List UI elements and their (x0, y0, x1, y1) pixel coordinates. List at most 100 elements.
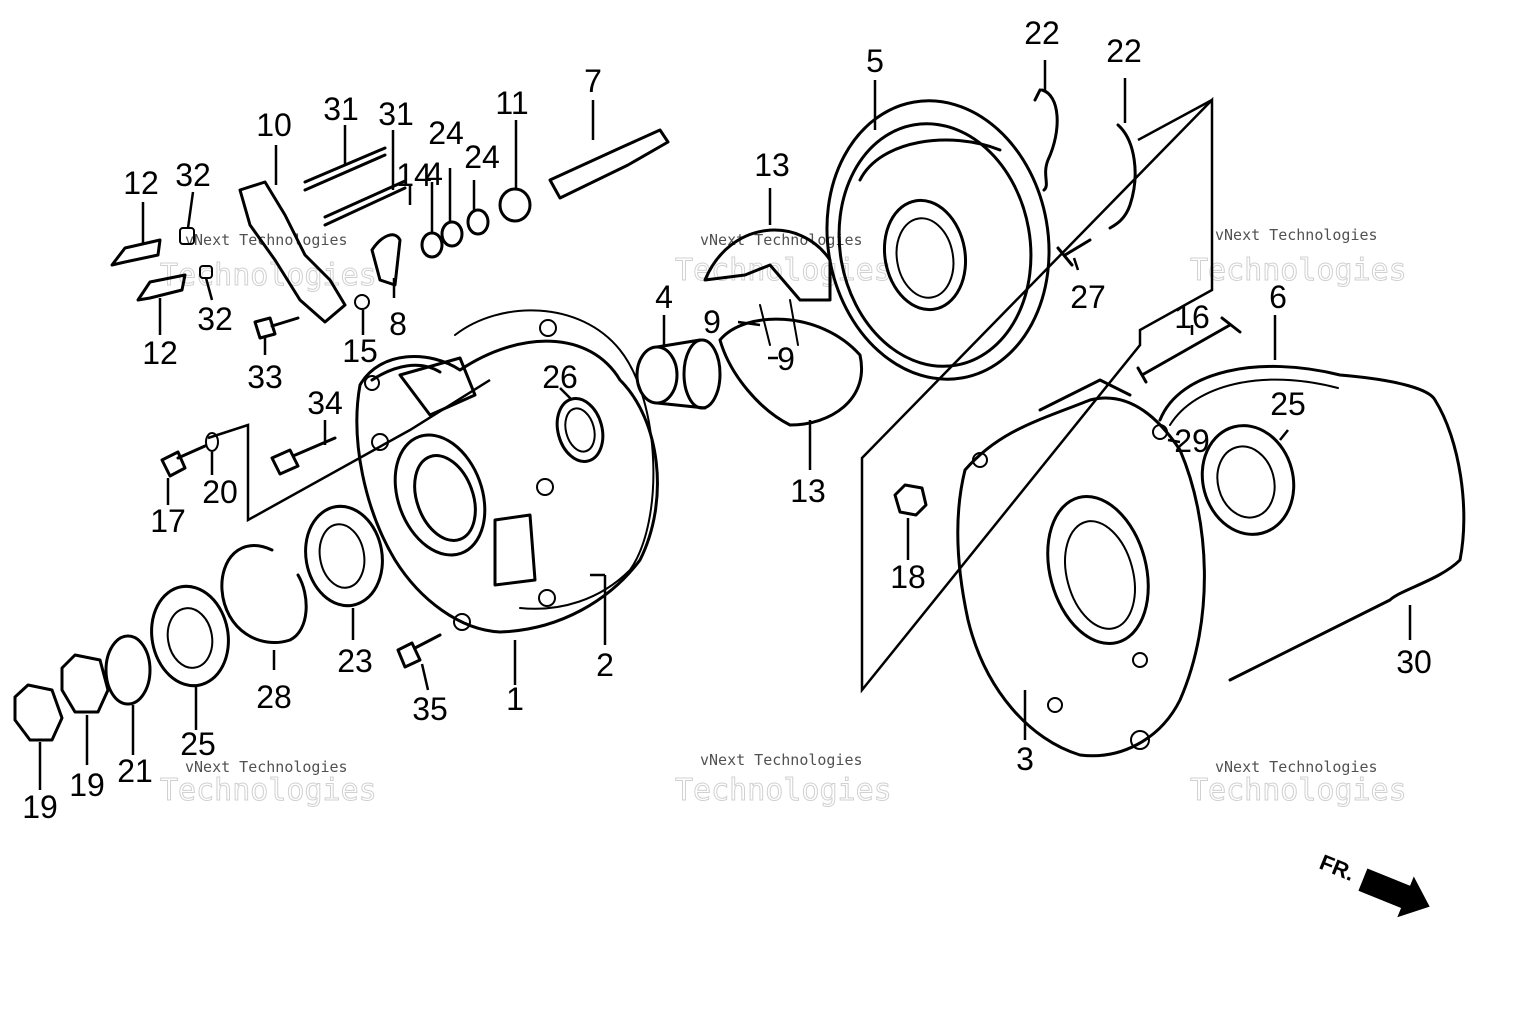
brake-rod-inner (1169, 378, 1339, 426)
direction-arrow-icon (1358, 868, 1430, 918)
callout-12b: 12 (142, 335, 178, 371)
return-spring (323, 179, 407, 227)
watermark: Technologies vNext Technologies (160, 231, 378, 294)
bolt (270, 436, 337, 476)
watermark: Technologies vNext Technologies (1190, 758, 1408, 809)
callout-7: 7 (584, 63, 602, 99)
o-ring (420, 231, 444, 259)
callout-24b: 24 (464, 139, 500, 175)
o-ring (440, 220, 464, 248)
clip (110, 238, 162, 267)
callout-3: 3 (1016, 741, 1034, 777)
watermark-small: vNext Technologies (185, 758, 348, 776)
callout-25b: 25 (1270, 386, 1306, 422)
oil-seal-left (150, 584, 230, 688)
washer-small (205, 432, 219, 452)
callout-labels: 1 2 3 4 4 5 6 7 8 9 9 10 11 12 12 13 13 … (22, 15, 1432, 825)
oil-seal-right (1200, 424, 1296, 536)
bolt (160, 444, 207, 478)
watermark-group: Technologies vNext Technologies Technolo… (160, 226, 1408, 809)
callout-35: 35 (412, 691, 448, 727)
callout-26: 26 (542, 359, 578, 395)
watermark-large: Technologies (675, 773, 892, 808)
callout-9: 9 (703, 304, 721, 340)
brake-cam (548, 128, 670, 200)
lock-nut (13, 683, 64, 742)
callout-14: 14 (396, 157, 432, 193)
front-direction-indicator: FR. (1316, 849, 1430, 918)
callout-19b: 19 (69, 767, 105, 803)
long-bolt (1136, 316, 1242, 384)
watermark: Technologies vNext Technologies (675, 751, 893, 809)
lock-nut (60, 653, 110, 714)
brake-panel (355, 319, 659, 634)
ball-bearing (304, 504, 384, 608)
fr-label: FR. (1316, 849, 1358, 885)
watermark-large: Technologies (160, 258, 377, 293)
callout-22b: 22 (1106, 33, 1142, 69)
nut (893, 483, 928, 517)
o-ring (466, 208, 490, 236)
brake-rod (1158, 364, 1466, 682)
callout-34: 34 (307, 385, 343, 421)
bolt (396, 633, 442, 669)
bolt (253, 316, 300, 340)
right-frame-leader (1137, 98, 1213, 142)
clip (136, 273, 187, 302)
circlip (220, 544, 308, 645)
callout-10: 10 (256, 107, 292, 143)
spacer-collar (635, 338, 722, 410)
callout-4: 4 (655, 279, 673, 315)
callout-32b: 32 (197, 301, 233, 337)
callout-5: 5 (866, 43, 884, 79)
callout-4b: 4 (425, 156, 443, 192)
torsion-spring (498, 187, 532, 223)
indicator-plate (370, 233, 402, 287)
watermark: Technologies vNext Technologies (160, 758, 378, 809)
callout-8: 8 (389, 306, 407, 342)
watermark: Technologies vNext Technologies (1190, 226, 1408, 289)
brake-drum (825, 99, 1051, 381)
brake-shoes (703, 228, 863, 427)
callout-22: 22 (1024, 15, 1060, 51)
watermark-large: Technologies (1190, 773, 1407, 808)
callout-15: 15 (342, 333, 378, 369)
bolt (1056, 238, 1092, 267)
left-frame-leader (207, 423, 250, 440)
callout-2: 2 (596, 647, 614, 683)
callout-13: 13 (754, 147, 790, 183)
stopper-plate (1033, 88, 1059, 192)
callout-11: 11 (495, 85, 528, 121)
leader-lines (38, 60, 1412, 790)
callout-18: 18 (890, 559, 926, 595)
gasket (454, 309, 655, 610)
callout-32: 32 (175, 157, 211, 193)
final-gear-case (956, 378, 1206, 758)
brake-arm (238, 180, 347, 324)
watermark-large: Technologies (1190, 253, 1407, 288)
washer-small (354, 294, 370, 310)
callout-9b: 9 (777, 341, 795, 377)
callout-29: 29 (1174, 423, 1210, 459)
callout-31b: 31 (378, 96, 414, 132)
callout-16: 16 (1174, 299, 1210, 335)
callout-13b: 13 (790, 473, 826, 509)
watermark-small: vNext Technologies (1215, 226, 1378, 244)
callout-30: 30 (1396, 644, 1432, 680)
callout-21: 21 (117, 753, 153, 789)
watermark-small: vNext Technologies (700, 231, 863, 249)
callout-24: 24 (428, 115, 464, 151)
pin (1152, 424, 1168, 440)
watermark-small: vNext Technologies (700, 751, 863, 769)
callout-31: 31 (323, 91, 359, 127)
watermark-small: vNext Technologies (185, 231, 348, 249)
callout-6: 6 (1269, 279, 1287, 315)
callout-12: 12 (123, 165, 159, 201)
callout-20: 20 (202, 474, 238, 510)
washer (104, 634, 152, 706)
callout-19: 19 (22, 789, 58, 825)
callout-33: 33 (247, 359, 283, 395)
watermark-small: vNext Technologies (1215, 758, 1378, 776)
callout-23: 23 (337, 643, 373, 679)
